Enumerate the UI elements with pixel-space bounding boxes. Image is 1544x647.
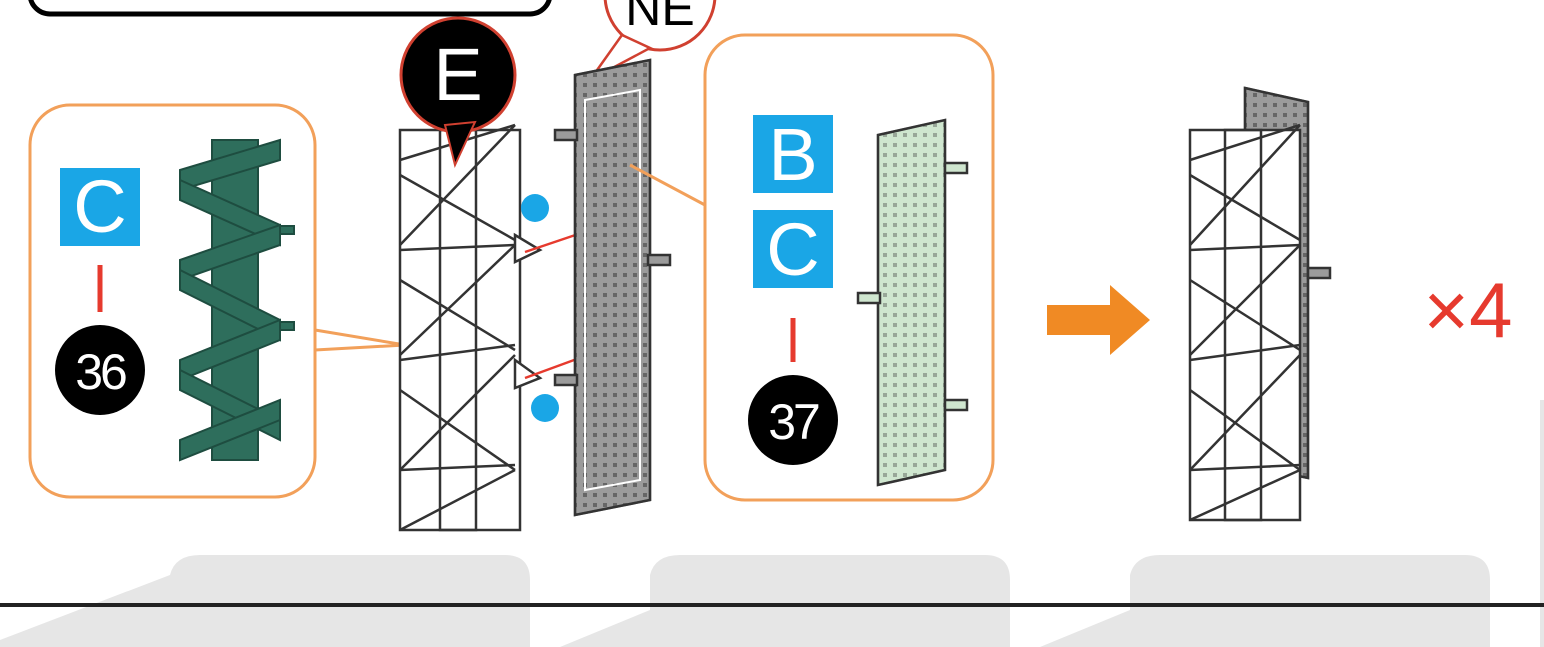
- part-number-37: 37: [768, 394, 819, 450]
- part-letter-b: B: [768, 113, 817, 196]
- bubble-ne-label: NE: [625, 0, 694, 36]
- part-letter-badge-b: [753, 115, 833, 193]
- part-number-badge: [55, 325, 145, 415]
- background-tabs: [0, 400, 1544, 647]
- part-letter-badge: [60, 168, 140, 246]
- connector-dot-bottom: [531, 394, 559, 422]
- light-green-panel-part: [856, 118, 969, 487]
- callout-right: B C 37: [629, 33, 995, 502]
- part-letter-c-left: C: [73, 165, 126, 248]
- assembled-result: [1188, 86, 1332, 522]
- part-number-badge-right: [748, 375, 838, 465]
- part-letter-c-right: C: [766, 208, 819, 291]
- multiplier-label: ×4: [1424, 266, 1513, 354]
- orange-arrow: [1047, 285, 1150, 355]
- bubble-e: E: [399, 16, 517, 168]
- callout-left: C 36: [28, 103, 406, 499]
- connector-dot-top: [521, 194, 549, 222]
- part-number-36: 36: [75, 344, 126, 400]
- green-lattice-part: [179, 138, 295, 462]
- bubble-e-label: E: [433, 33, 482, 116]
- gray-panel-part: [553, 58, 672, 517]
- white-lattice-part: [398, 123, 543, 532]
- header-bar-fragment: [28, 0, 552, 17]
- part-letter-badge-c: [753, 210, 833, 288]
